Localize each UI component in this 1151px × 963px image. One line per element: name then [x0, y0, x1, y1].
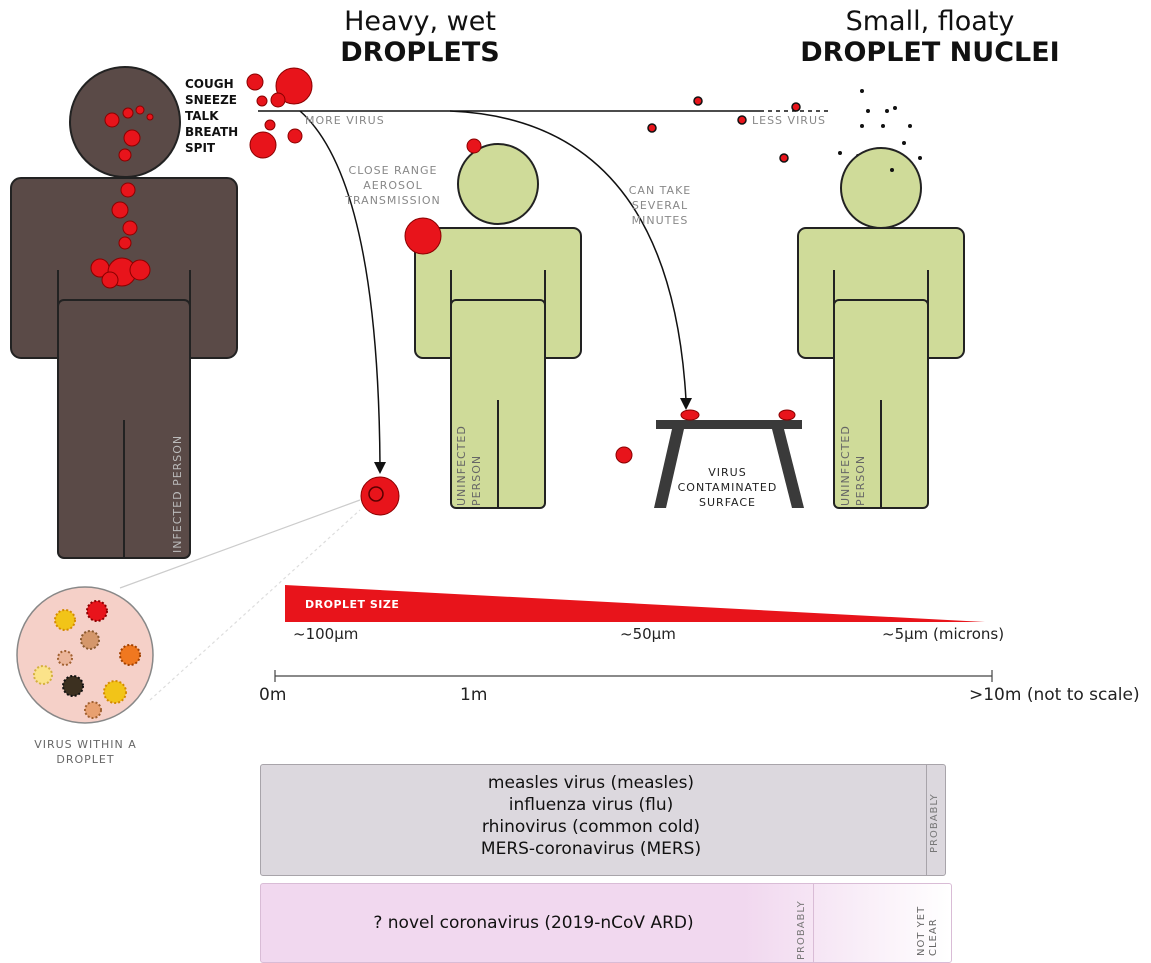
droplets-title-line1: Heavy, wet: [344, 6, 496, 37]
novel-coronavirus-box: ? novel coronavirus (2019-nCoV ARD) PROB…: [260, 883, 952, 963]
contaminated-table: [654, 409, 804, 508]
droplets-title: Heavy, wet DROPLETS: [300, 6, 540, 68]
droplet-nuclei-title: Small, floaty DROPLET NUCLEI: [780, 6, 1080, 68]
novel-coronavirus-text: ? novel coronavirus (2019-nCoV ARD): [373, 913, 694, 933]
uninfected-person-2-label: UNINFECTED PERSON: [839, 425, 867, 506]
fall-arrow-head: [374, 462, 386, 474]
action-sneeze: SNEEZE: [185, 93, 237, 107]
uninfected-person-1-label: UNINFECTED PERSON: [455, 425, 483, 506]
size-tick-100: ~100µm: [293, 625, 359, 643]
known-virus-list: measles virus (measles) influenza virus …: [261, 772, 921, 860]
virus-droplet-zoom: [16, 586, 154, 724]
virus-mers: MERS-coronavirus (MERS): [480, 839, 702, 859]
action-cough: COUGH: [185, 77, 234, 91]
size-tick-5: ~5µm (microns): [882, 625, 1005, 643]
distance-tick-0m: 0m: [259, 685, 287, 705]
close-range-droplet-large: [404, 217, 442, 255]
floor-droplet: [615, 446, 633, 464]
emitted-droplets: [246, 67, 313, 159]
virus-influenza: influenza virus (flu): [508, 795, 674, 815]
nuclei-title-line2: DROPLET NUCLEI: [800, 37, 1060, 68]
magnifier-line-top: [119, 499, 361, 589]
close-range-droplet-small: [466, 138, 482, 154]
uninfected-person-1-figure: [414, 143, 582, 509]
known-probably-label: PROBABLY: [929, 793, 940, 853]
uninfected-person-2-figure: [797, 147, 965, 509]
action-spit: SPIT: [185, 141, 216, 155]
virus-measles: measles virus (measles): [487, 773, 695, 793]
action-talk: TALK: [185, 109, 219, 123]
virus-rhinovirus: rhinovirus (common cold): [481, 817, 701, 837]
droplet-size-wedge: [285, 585, 985, 622]
magnifier-line-bottom: [149, 509, 361, 701]
trajectory-droplets: [647, 96, 801, 163]
nuclei-dot-head: [890, 168, 894, 172]
close-range-label: CLOSE RANGE AEROSOL TRANSMISSION: [345, 164, 441, 207]
not-yet-clear-label: NOT YET CLEAR: [916, 905, 939, 956]
surface-arrow-head: [680, 398, 692, 410]
infected-person-figure: [10, 66, 238, 559]
known-viruses-box: measles virus (measles) influenza virus …: [260, 764, 946, 876]
virus-within-label: VIRUS WITHIN A DROPLET: [34, 738, 137, 766]
fall-arrow-path: [299, 110, 381, 466]
novel-probably-divider: [813, 884, 814, 962]
distance-tick-1m: 1m: [460, 685, 488, 705]
action-breath: BREATH: [185, 125, 239, 139]
infected-droplet-particles: [90, 105, 154, 289]
size-tick-50: ~50µm: [620, 625, 676, 643]
nuclei-title-line1: Small, floaty: [845, 6, 1015, 37]
droplet-size-label: DROPLET SIZE: [305, 598, 400, 611]
infected-person-label: INFECTED PERSON: [171, 434, 184, 553]
can-take-label: CAN TAKE SEVERAL MINUTES: [628, 184, 692, 227]
distance-axis: [274, 670, 993, 682]
distance-tick-10m: >10m (not to scale): [969, 685, 1140, 705]
surface-arrow-path: [449, 110, 687, 401]
droplets-title-line2: DROPLETS: [340, 37, 500, 68]
novel-probably-label: PROBABLY: [796, 900, 807, 960]
surface-label: VIRUS CONTAMINATED SURFACE: [677, 466, 778, 509]
more-virus-label: MORE VIRUS: [305, 114, 385, 127]
less-virus-label: LESS VIRUS: [752, 114, 826, 127]
ground-droplet: [360, 476, 400, 516]
known-probably-divider: [926, 765, 927, 875]
emission-actions: COUGH SNEEZE TALK BREATH SPIT: [185, 76, 238, 156]
